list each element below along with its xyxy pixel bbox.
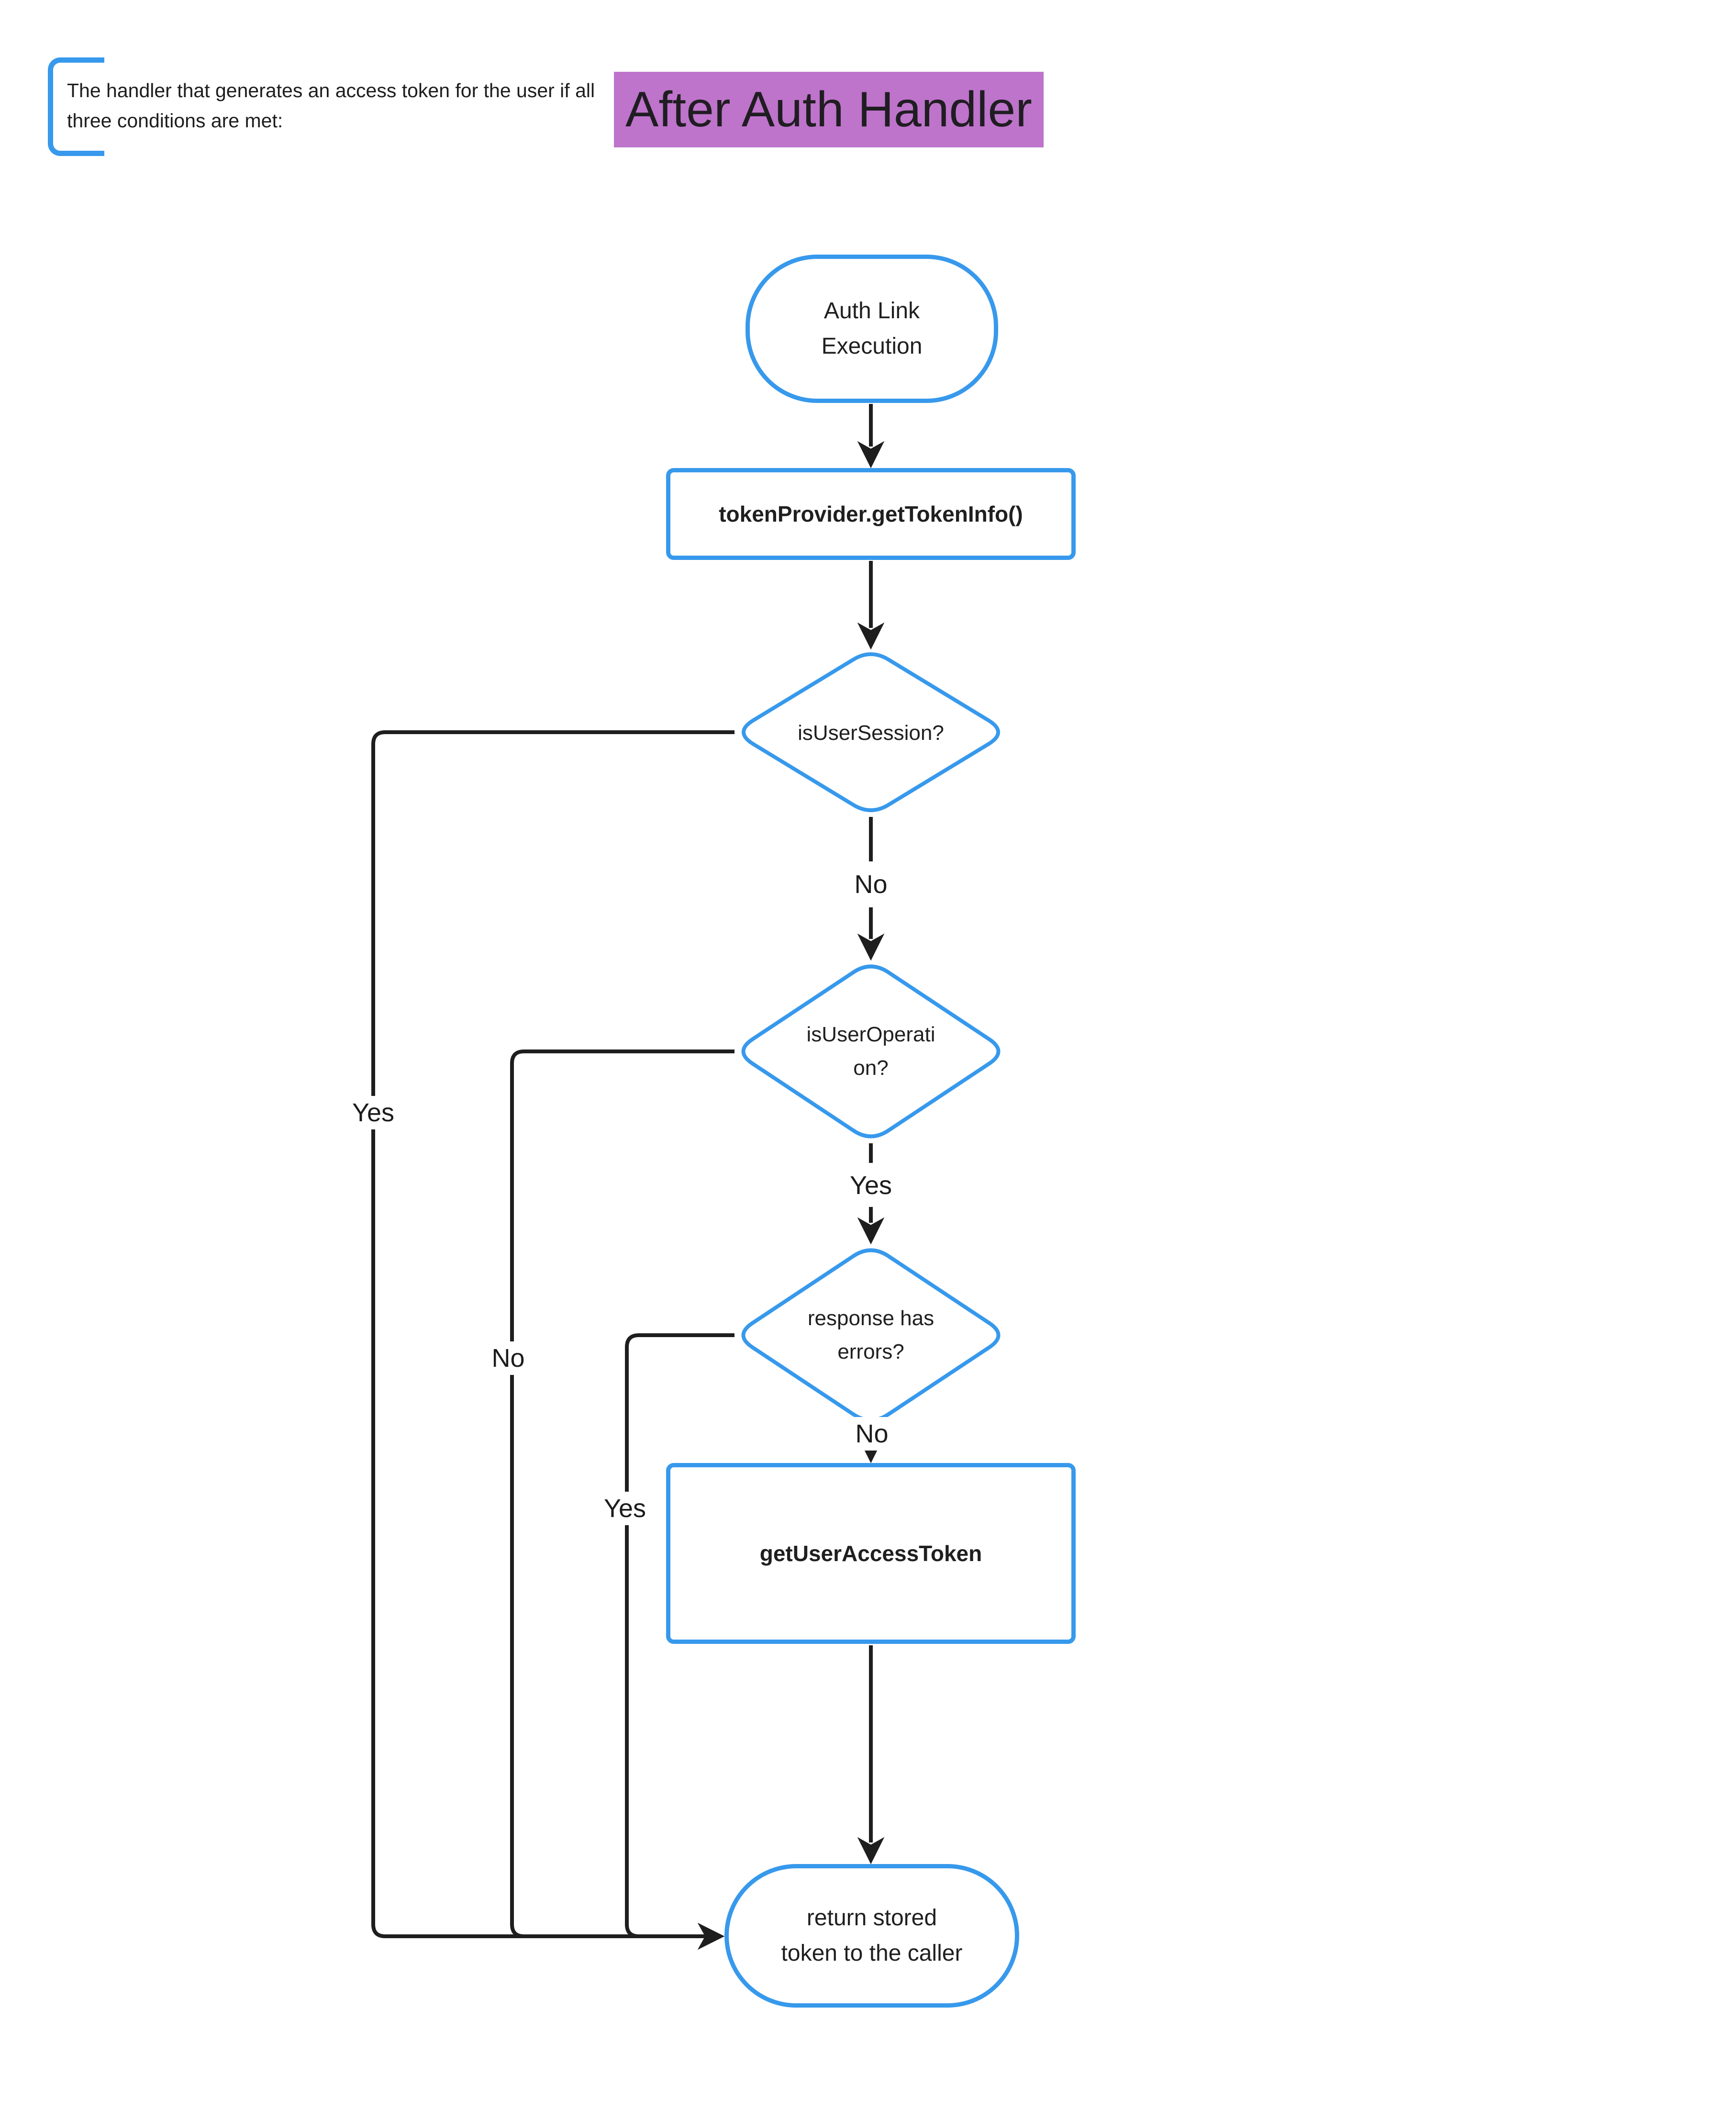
note-text: The handler that generates an access tok… (67, 79, 595, 132)
edge-isusersession-yes-branch (371, 730, 734, 1938)
node-start-auth-link-execution: Auth Link Execution (746, 255, 998, 403)
edge-label-session-yes: Yes (346, 1096, 401, 1129)
node-start-label: Auth Link Execution (821, 298, 923, 359)
decision-shape-response-has-errors (741, 1248, 1001, 1422)
edge-errors-yes-branch (625, 1333, 734, 1950)
edge-label-errors-no: No (849, 1417, 894, 1451)
note-bracket-icon (48, 57, 104, 156)
edge-label-operation-yes: Yes (844, 1169, 898, 1202)
node-is-user-operation-label: isUserOperati on? (806, 1023, 935, 1080)
edge-label-operation-no: No (486, 1341, 531, 1375)
page-title: After Auth Handler (614, 72, 1044, 147)
node-get-user-access-token-label: getUserAccessToken (759, 1541, 982, 1566)
node-get-user-access-token: getUserAccessToken (666, 1463, 1076, 1644)
decision-shape-isuseroperation (741, 964, 1001, 1139)
node-get-token-info-label: tokenProvider.getTokenInfo() (719, 502, 1023, 526)
node-return-stored-token: return stored token to the caller (724, 1864, 1019, 2008)
node-is-user-session-label: isUserSession? (798, 721, 944, 745)
decision-shape-isusersession (742, 652, 1000, 812)
edge-isuseroperation-no-branch (510, 1049, 734, 1938)
node-get-token-info: tokenProvider.getTokenInfo() (666, 468, 1076, 560)
node-return-stored-token-label: return stored token to the caller (781, 1905, 963, 1966)
edge-label-session-no: No (848, 868, 893, 901)
edge-label-errors-yes: Yes (598, 1492, 652, 1525)
node-response-has-errors-label: response has errors? (807, 1306, 935, 1363)
